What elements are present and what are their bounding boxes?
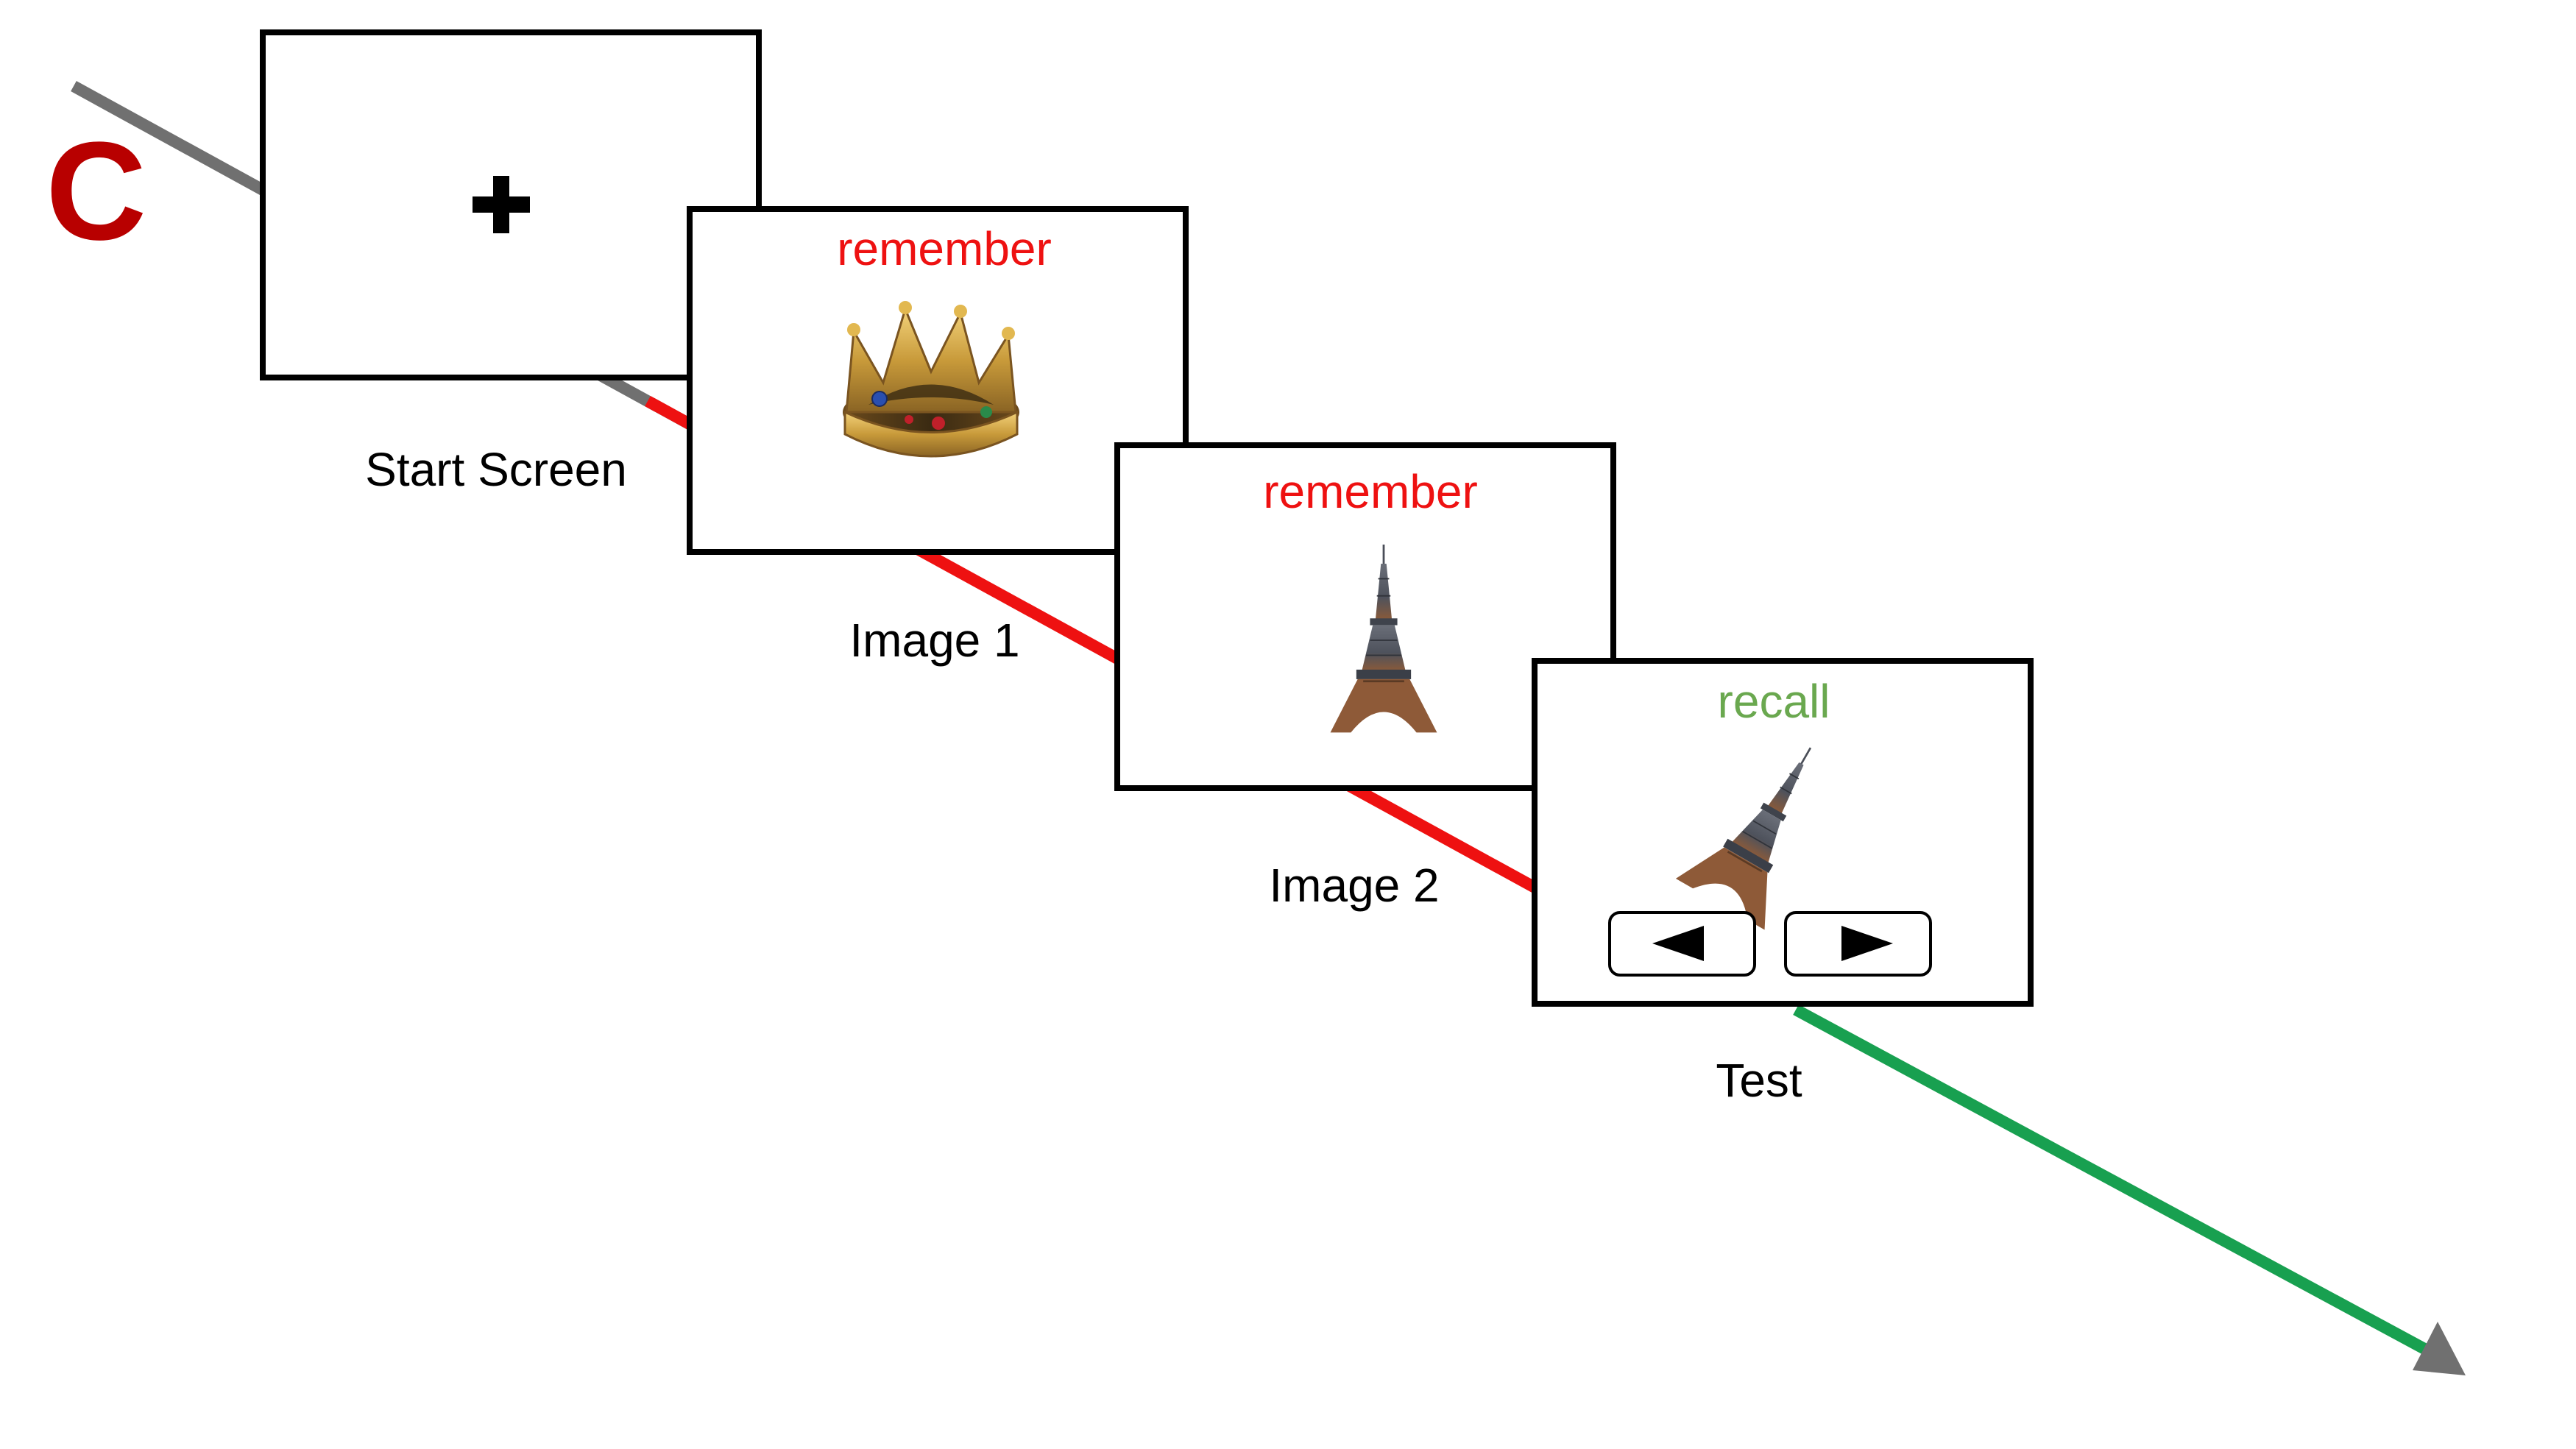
test-cue: recall: [1718, 675, 1830, 728]
start-screen-frame: [260, 29, 762, 380]
start-screen-label: Start Screen: [365, 443, 627, 496]
image1-cue: remember: [837, 222, 1052, 275]
image1-label: Image 1: [849, 614, 1019, 667]
right-arrow-icon: [1841, 926, 1893, 961]
timeline-arrowhead: [2413, 1322, 2466, 1375]
panel-letter: C: [46, 113, 146, 269]
right-arrow-button[interactable]: [1784, 911, 1932, 977]
left-arrow-icon: [1652, 926, 1704, 961]
test-screen-frame: recall: [1532, 658, 2034, 1007]
timeline-test-segment: [1793, 1004, 2430, 1356]
left-arrow-button[interactable]: [1608, 911, 1756, 977]
test-label: Test: [1716, 1054, 1802, 1107]
fixation-cross-icon: [473, 176, 530, 233]
crown-icon: [843, 301, 1019, 458]
image1-screen-frame: remember: [687, 206, 1189, 555]
image2-cue: remember: [1263, 465, 1478, 518]
image2-label: Image 2: [1269, 859, 1439, 912]
image2-screen-frame: remember: [1114, 442, 1616, 791]
